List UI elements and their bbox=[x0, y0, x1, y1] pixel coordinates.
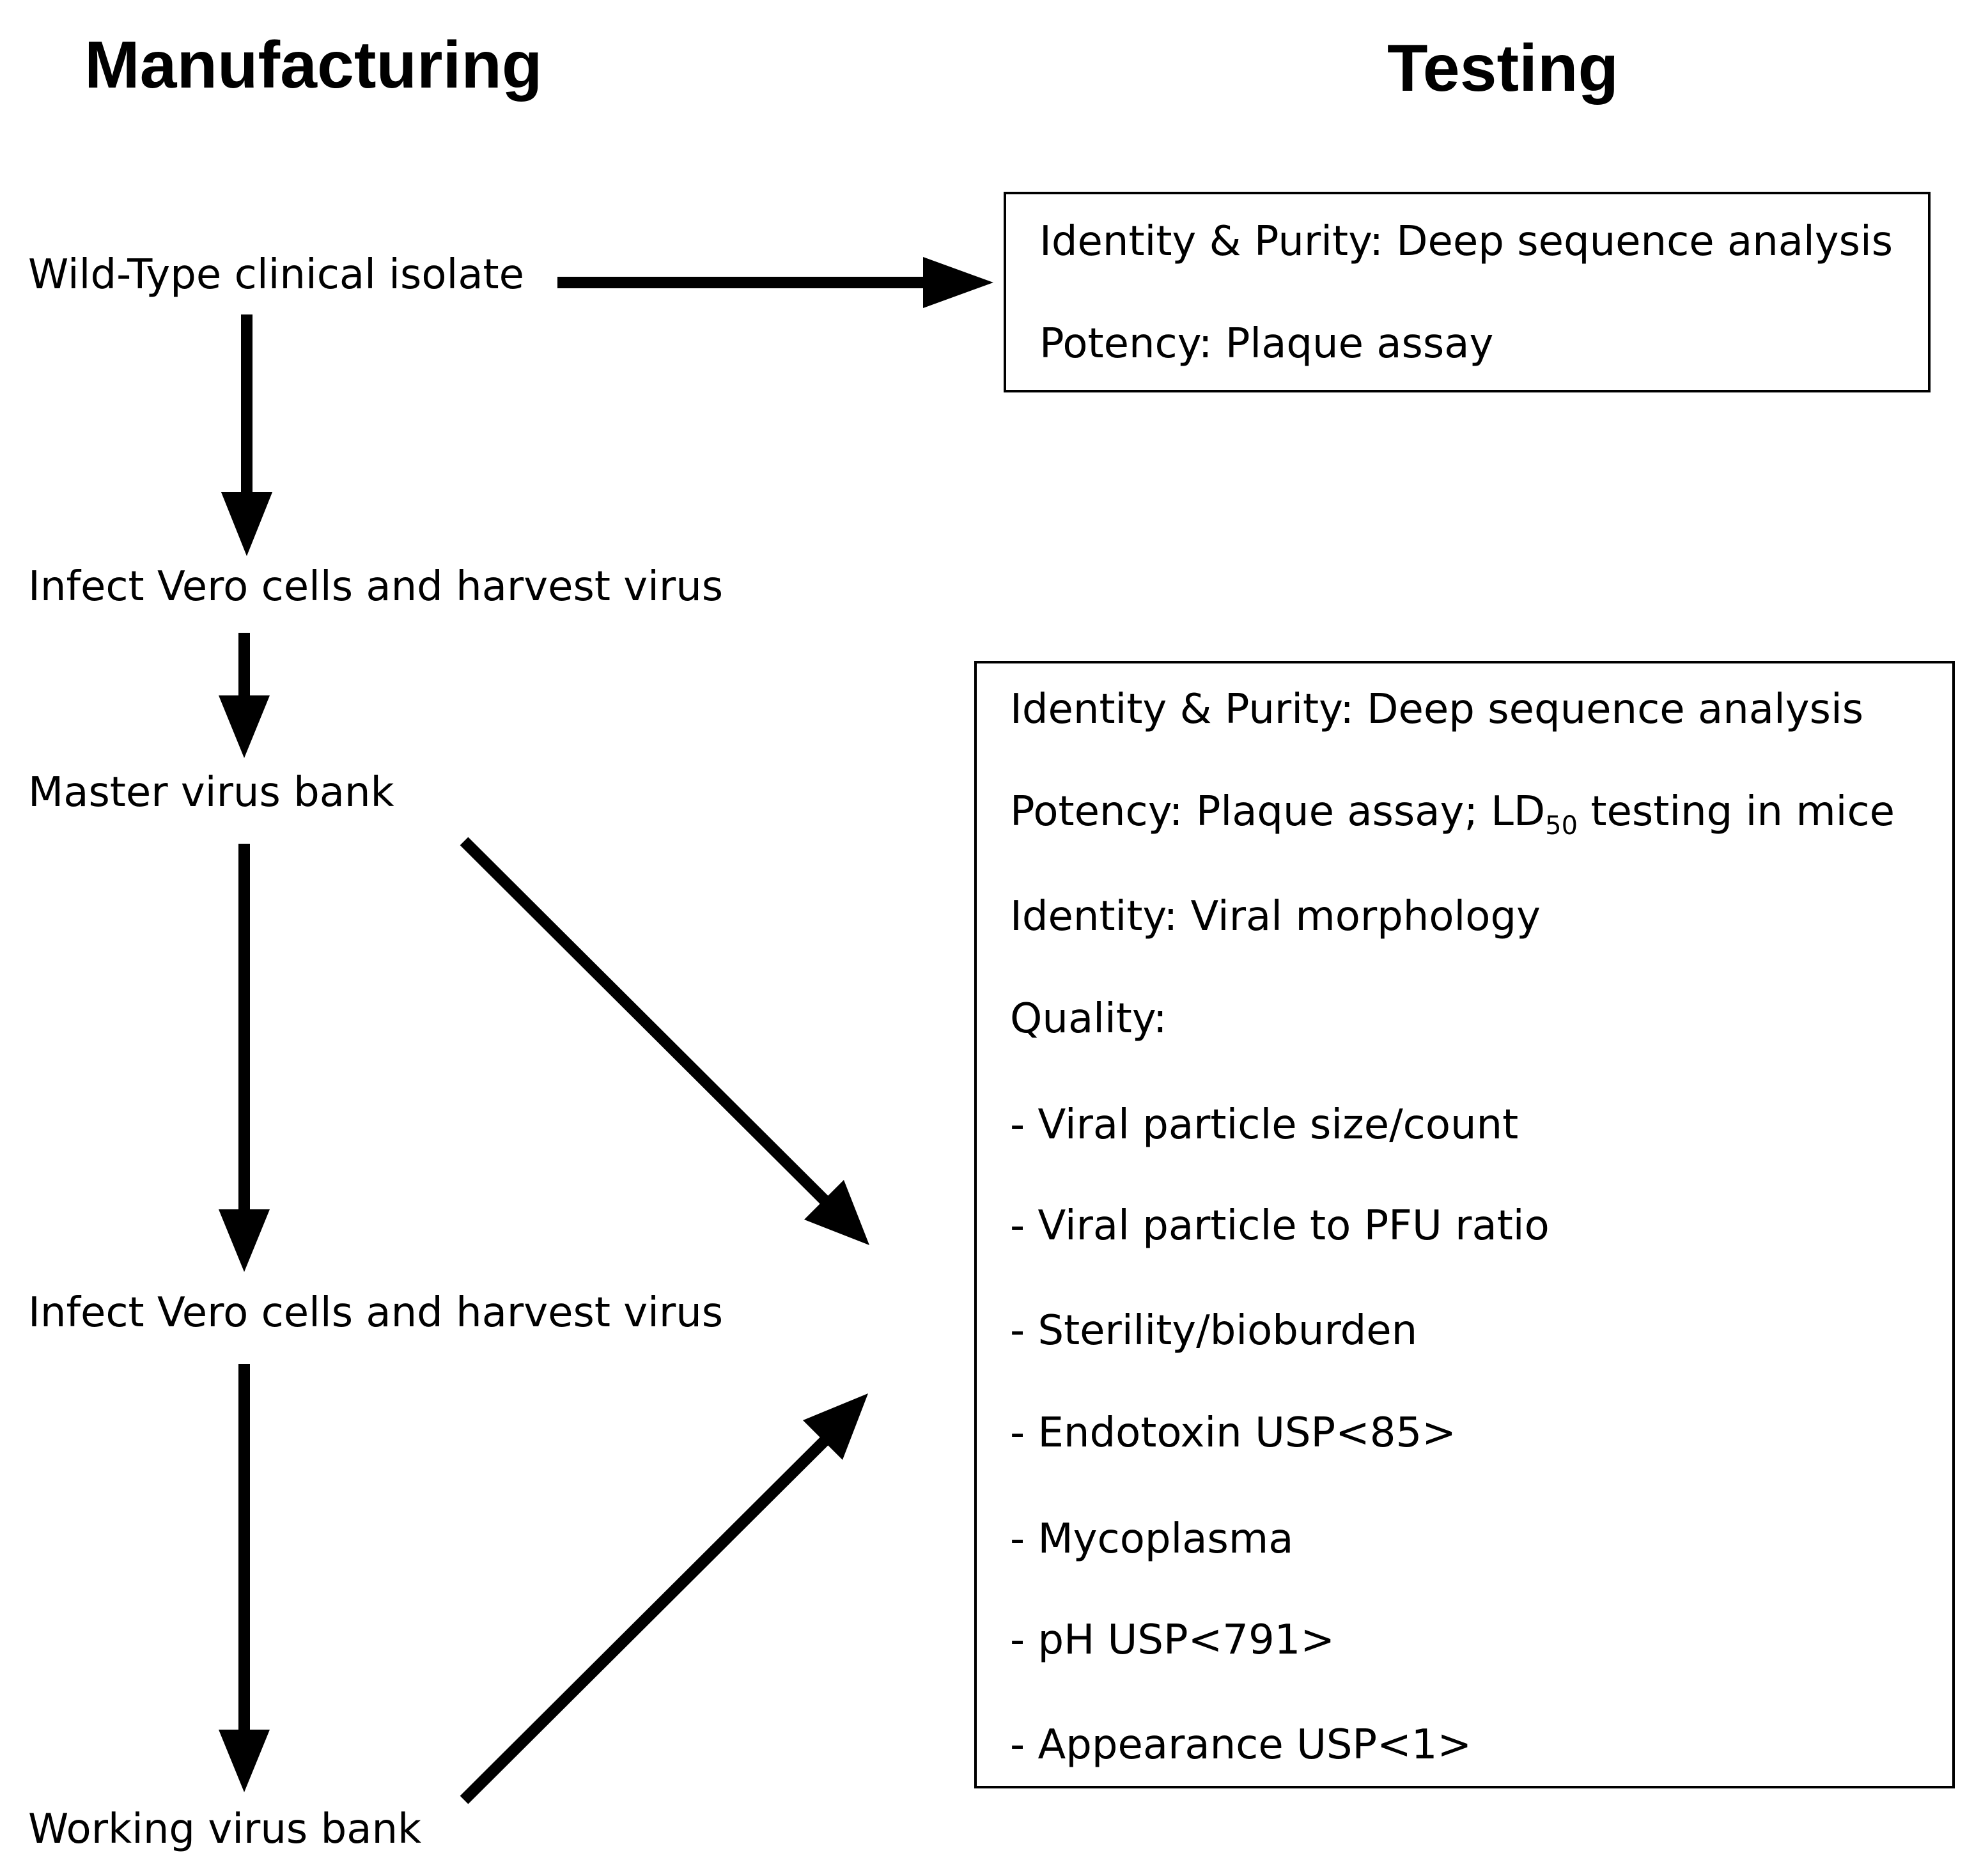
manufacturing-heading: Manufacturing bbox=[84, 28, 543, 102]
testing-heading: Testing bbox=[1387, 31, 1619, 105]
box-2-quality-item: - Viral particle to PFU ratio bbox=[1010, 1202, 1550, 1250]
arrowhead-isolate-to-infect bbox=[221, 492, 272, 556]
step-master-virus-bank: Master virus bank bbox=[28, 769, 394, 816]
arrowhead-infect-to-master bbox=[219, 695, 270, 758]
step-working-virus-bank: Working virus bank bbox=[28, 1806, 422, 1853]
box-2-identity-purity-line: Identity & Purity: Deep sequence analysi… bbox=[1010, 686, 1864, 733]
box-2-quality-item: - Appearance USP<1> bbox=[1010, 1721, 1472, 1769]
box-2-quality-item: - Sterility/bioburden bbox=[1010, 1307, 1418, 1354]
potency-prefix: Potency: Plaque assay; LD bbox=[1010, 788, 1546, 835]
step-wild-type-isolate: Wild-Type clinical isolate bbox=[28, 251, 524, 298]
ld50-subscript: 50 bbox=[1545, 811, 1578, 841]
virus-bank-testing-box: Identity & Purity: Deep sequence analysi… bbox=[974, 661, 1955, 1788]
box-1-potency-line: Potency: Plaque assay bbox=[1039, 320, 1494, 368]
arrowhead-master-to-infect bbox=[219, 1209, 270, 1272]
box-2-quality-heading: Quality: bbox=[1010, 995, 1167, 1043]
arrowhead-master-to-testing bbox=[804, 1180, 869, 1245]
box-2-quality-item: - Endotoxin USP<85> bbox=[1010, 1409, 1456, 1457]
arrowhead-isolate-to-testing bbox=[923, 257, 993, 308]
box-2-quality-item: - pH USP<791> bbox=[1010, 1616, 1335, 1664]
box-2-quality-item: - Viral particle size/count bbox=[1010, 1101, 1519, 1149]
isolate-testing-box: Identity & Purity: Deep sequence analysi… bbox=[1004, 192, 1931, 392]
arrow-working-to-testing bbox=[460, 1436, 829, 1804]
step-infect-vero-1: Infect Vero cells and harvest virus bbox=[28, 563, 724, 610]
box-2-quality-item: - Mycoplasma bbox=[1010, 1516, 1294, 1563]
arrowhead-infect-to-working bbox=[219, 1730, 270, 1792]
box-2-potency-line: Potency: Plaque assay; LD50 testing in m… bbox=[1010, 791, 1895, 839]
box-1-identity-line: Identity & Purity: Deep sequence analysi… bbox=[1039, 218, 1893, 265]
box-2-viral-morphology-line: Identity: Viral morphology bbox=[1010, 893, 1541, 940]
arrowhead-working-to-testing bbox=[803, 1393, 868, 1460]
arrow-master-to-testing bbox=[460, 837, 830, 1206]
step-infect-vero-2: Infect Vero cells and harvest virus bbox=[28, 1289, 724, 1337]
potency-suffix: testing in mice bbox=[1578, 788, 1895, 835]
